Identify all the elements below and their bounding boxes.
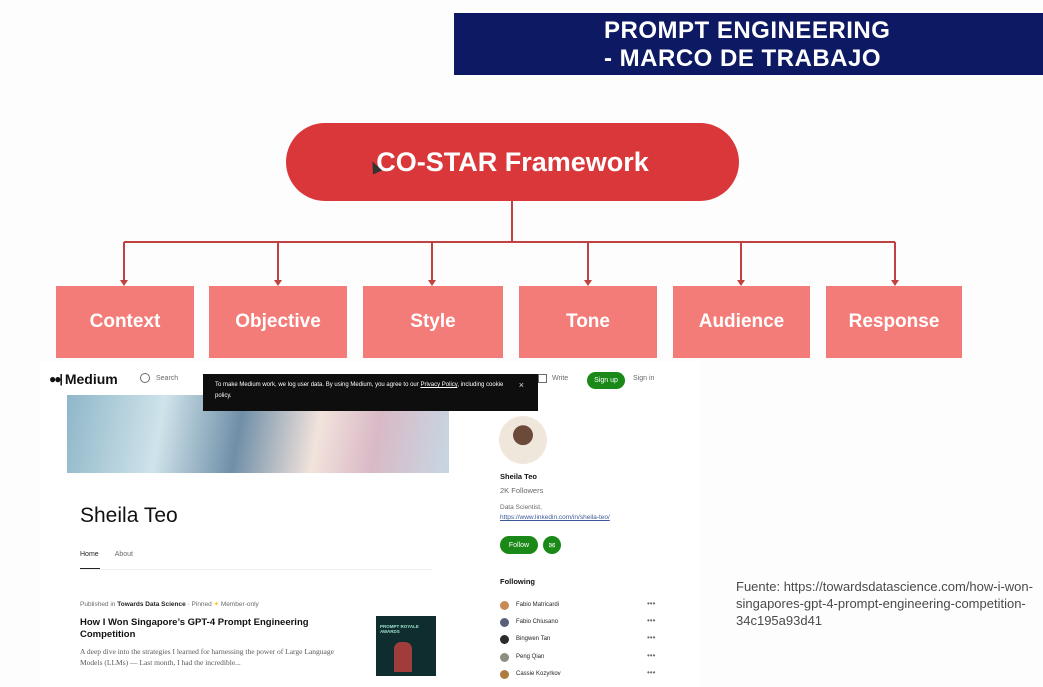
medium-logo-icon: ●●| [49,372,63,386]
thumbnail-person [394,642,412,672]
avatar [500,669,509,679]
search-icon [140,373,150,383]
more-icon[interactable]: ••• [647,616,656,625]
linkedin-link[interactable]: https://www.linkedin.com/in/sheila-teo/ [500,514,610,521]
active-tab-indicator [80,568,100,569]
profile-bio: Data Scientist, [500,504,542,511]
avatar [500,634,509,644]
star-icon: ✦ [213,601,220,608]
post-meta: Published in Towards Data Science · Pinn… [80,600,259,608]
article-thumbnail[interactable]: PROMPT ROYALE AWARDS [376,616,436,676]
search-placeholder: Search [156,374,179,382]
node-tone: Tone [519,286,657,358]
avatar [500,617,509,627]
following-item[interactable]: Peng Qian ••• [500,651,660,663]
following-name: Fabio Matricardi [516,602,560,608]
write-label: Write [552,375,569,382]
avatar [500,600,509,610]
profile-tabs: Home About [80,551,133,558]
banner-line-2: - MARCO DE TRABAJO [604,45,881,72]
tab-about[interactable]: About [114,551,133,558]
costar-root-node: CO-STAR Framework [286,123,739,201]
more-icon[interactable]: ••• [647,668,656,677]
more-icon[interactable]: ••• [647,599,656,608]
following-name: Peng Qian [516,654,545,660]
following-heading: Following [500,577,535,586]
following-item[interactable]: Fabio Matricardi ••• [500,599,660,611]
source-citation: Fuente: https://towardsdatascience.com/h… [736,579,1033,628]
cookie-text-1: To make Medium work, we log user data. B… [215,382,421,388]
tab-home[interactable]: Home [80,551,99,558]
search-box[interactable]: Search [140,373,178,383]
member-only-label: Member-only [219,601,259,608]
signin-link[interactable]: Sign in [633,375,655,382]
cookie-text-2: , including cookie policy. [215,382,504,399]
privacy-policy-link[interactable]: Privacy Policy [420,382,458,388]
following-item[interactable]: Bingwen Tan ••• [500,633,660,645]
subscribe-mail-icon[interactable]: ✉ [543,536,561,554]
publication-link[interactable]: Towards Data Science [117,601,186,608]
following-name: Bingwen Tan [516,636,551,642]
avatar[interactable] [499,416,547,464]
following-item[interactable]: Cassie Kozyrkov ••• [500,668,660,680]
avatar [500,652,509,662]
node-objective: Objective [209,286,347,358]
medium-logo[interactable]: ●●| Medium [49,371,118,387]
signup-button[interactable]: Sign up [587,372,625,389]
write-button[interactable]: Write [538,374,568,383]
article-subtitle[interactable]: A deep dive into the strategies I learne… [80,647,334,667]
article-title[interactable]: How I Won Singapore’s GPT-4 Prompt Engin… [80,617,309,640]
follow-button[interactable]: Follow [500,536,538,554]
node-audience: Audience [673,286,810,358]
profile-name: Sheila Teo [500,472,537,481]
author-heading: Sheila Teo [80,504,178,527]
pinned-label: · Pinned [185,601,214,608]
more-icon[interactable]: ••• [647,651,656,660]
banner-line-1: PROMPT ENGINEERING [604,17,891,44]
thumbnail-caption: PROMPT ROYALE AWARDS [380,624,419,634]
tabs-divider [80,569,432,570]
node-context: Context [56,286,194,358]
following-item[interactable]: Fabio Chiusano ••• [500,616,660,628]
followers-count[interactable]: 2K Followers [500,486,544,495]
write-icon [538,374,547,383]
node-style: Style [363,286,503,358]
close-icon[interactable]: × [518,380,524,390]
following-name: Cassie Kozyrkov [516,671,561,677]
medium-screenshot: ●●| Medium Search Write Sign up Sign in … [40,362,700,687]
medium-logo-text: Medium [64,371,118,387]
following-name: Fabio Chiusano [516,619,559,625]
published-in-label: Published in [80,601,118,608]
node-response: Response [826,286,962,358]
cookie-banner: To make Medium work, we log user data. B… [203,374,538,411]
more-icon[interactable]: ••• [647,633,656,642]
title-banner: PROMPT ENGINEERING - MARCO DE TRABAJO [454,13,1043,75]
